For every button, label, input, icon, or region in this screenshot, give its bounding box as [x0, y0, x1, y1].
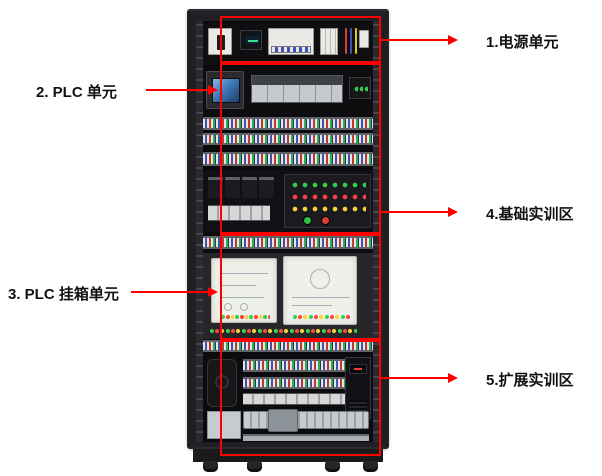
- equipment-cabinet: [187, 9, 389, 449]
- indicator-led-row-yellow: [291, 205, 366, 213]
- schematic-line: [220, 273, 268, 274]
- motor: [207, 359, 237, 407]
- callout-arrow-5-line: [381, 377, 448, 379]
- indicator-led-row-red: [291, 193, 366, 201]
- schematic-symbol: [224, 303, 232, 311]
- drive-display-digits: [354, 368, 362, 370]
- drive-display: [349, 364, 367, 374]
- caster-wheel: [247, 461, 262, 472]
- annotation-box-basic-training: [220, 63, 381, 234]
- callout-arrow-2-head: [208, 85, 218, 95]
- power-meter-screen: [244, 35, 260, 45]
- caster-wheel: [203, 461, 218, 472]
- callout-arrow-2-line: [146, 89, 208, 91]
- terminal-block-small: [359, 30, 369, 48]
- label-plc-unit: 2. PLC 单元: [36, 84, 117, 101]
- plc-training-board-left: [211, 258, 277, 323]
- schematic-line: [292, 297, 350, 298]
- callout-arrow-4-line: [381, 211, 448, 213]
- caster-wheel: [325, 461, 340, 472]
- wire-yellow: [355, 28, 357, 54]
- mounting-plate: [207, 411, 241, 439]
- led-strip: [209, 327, 357, 335]
- contactor: [242, 177, 257, 198]
- label-basic-training: 4.基础实训区: [486, 206, 574, 223]
- cabinet-rail-right: [373, 21, 380, 442]
- network-switch-leds: [353, 85, 369, 93]
- callout-arrow-3-head: [208, 287, 218, 297]
- callout-arrow-1-head: [448, 35, 458, 45]
- wire-red: [345, 28, 347, 54]
- label-expansion-training: 5.扩展实训区: [486, 372, 574, 389]
- power-supply-module: [268, 28, 314, 55]
- callout-arrow-3-line: [131, 291, 208, 293]
- slide-carriage: [268, 409, 298, 432]
- network-switch: [349, 77, 371, 99]
- callout-arrow-4-head: [448, 207, 458, 217]
- board-led-row: [220, 313, 270, 321]
- contactor: [208, 177, 223, 198]
- label-plc-hanging-box: 3. PLC 挂箱单元: [8, 286, 119, 303]
- board-led-row: [292, 313, 350, 321]
- schematic-line: [292, 305, 332, 306]
- linear-slide-rail: [243, 434, 369, 441]
- schematic-symbol: [240, 303, 248, 311]
- plc-training-board-right: [283, 256, 357, 325]
- schematic-line: [220, 297, 264, 298]
- callout-arrow-5-head: [448, 373, 458, 383]
- callout-arrow-1-line: [381, 39, 448, 41]
- plc-module-row: [251, 75, 343, 103]
- indicator-led-row-green: [291, 181, 366, 189]
- schematic-line: [220, 285, 256, 286]
- relay-module: [320, 28, 338, 55]
- cabinet-rail-left: [196, 21, 203, 442]
- motor-shaft: [215, 375, 229, 389]
- terminal-strip: [243, 359, 345, 372]
- annotation-box-power-unit: [220, 16, 381, 63]
- contactor: [259, 177, 274, 198]
- io-module-row: [243, 393, 345, 405]
- power-meter-reading: [248, 40, 258, 42]
- linear-slide-unit: [243, 409, 369, 432]
- terminal-strip: [203, 236, 373, 249]
- terminal-strip: [203, 133, 373, 145]
- label-power-unit: 1.电源单元: [486, 34, 559, 51]
- terminal-strip: [243, 377, 345, 389]
- terminal-strip: [203, 117, 373, 130]
- power-supply-terminals: [271, 46, 311, 53]
- start-pushbutton: [303, 216, 312, 225]
- power-meter: [240, 30, 262, 50]
- terminal-strip: [203, 152, 373, 166]
- schematic-symbol: [310, 269, 330, 289]
- caster-wheel: [363, 461, 378, 472]
- contactor: [225, 177, 240, 198]
- annotation-box-expansion: [220, 340, 381, 456]
- wire-blue: [350, 28, 352, 54]
- indicator-light-panel: [284, 174, 371, 228]
- breaker-row: [208, 205, 270, 221]
- stop-pushbutton: [321, 216, 330, 225]
- annotation-box-hanging-box: [220, 234, 381, 340]
